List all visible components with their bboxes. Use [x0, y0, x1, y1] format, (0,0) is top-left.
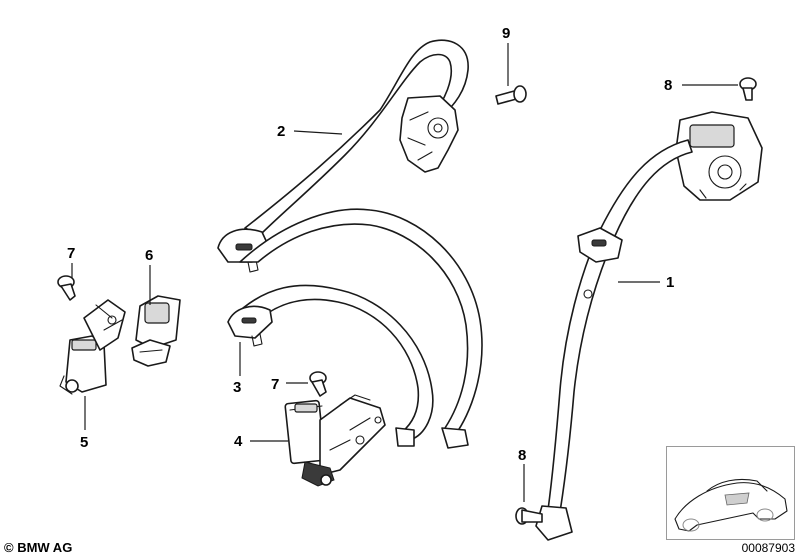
bolt-7-left — [57, 275, 76, 301]
diagram-number: 00087903 — [741, 541, 795, 555]
part-4-center-buckle — [284, 394, 386, 487]
part-1-front-belt-with-retractor — [535, 111, 763, 541]
callout-8-upper: 8 — [664, 77, 672, 94]
callout-7-left: 7 — [67, 245, 75, 262]
callout-8-lower: 8 — [518, 447, 526, 464]
vehicle-thumbnail — [666, 446, 795, 540]
callout-4: 4 — [234, 433, 243, 450]
bolt-8-upper — [739, 77, 757, 101]
copyright-label: © BMW AG — [4, 540, 73, 555]
part-6-left-buckle — [131, 295, 181, 367]
bolt-7-center — [309, 371, 327, 397]
callout-6: 6 — [145, 247, 153, 264]
car-outline-icon — [674, 478, 788, 532]
part-5-left-buckle — [59, 299, 126, 395]
callout-5: 5 — [80, 434, 88, 451]
callout-7-center: 7 — [271, 376, 279, 393]
leader-lines — [71, 43, 738, 502]
bolt-8-lower — [515, 507, 543, 525]
callout-1: 1 — [666, 274, 674, 291]
callout-2: 2 — [277, 123, 285, 140]
part-3-lap-belt — [227, 208, 483, 449]
bolt-9 — [495, 85, 527, 105]
callout-9: 9 — [502, 25, 510, 42]
callout-3: 3 — [233, 379, 241, 396]
